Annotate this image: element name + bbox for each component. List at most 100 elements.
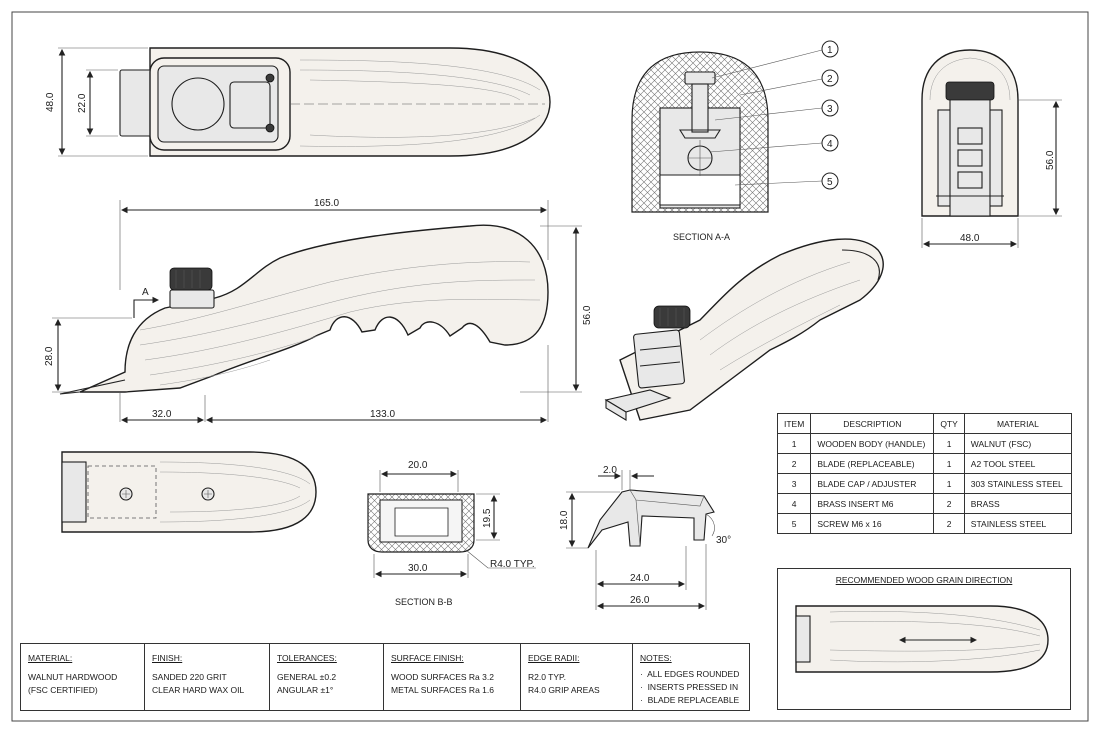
tb-surface-finish: SURFACE FINISH: WOOD SURFACES Ra 3.2 MET… xyxy=(384,644,521,710)
bb-dim-top: 20.0 xyxy=(408,460,428,471)
bom-cell: 5 xyxy=(776,513,812,534)
bom-cell: 3 xyxy=(776,473,812,494)
side-dim-length: 165.0 xyxy=(314,198,339,209)
list-item: · INSERTS PRESSED IN xyxy=(640,682,739,692)
table-row: 4 BRASS INSERT M6 2 BRASS xyxy=(776,493,1073,514)
bill-of-materials: ITEM DESCRIPTION QTY MATERIAL 1 WOODEN B… xyxy=(776,413,1073,534)
isometric-view xyxy=(604,238,884,421)
tb-finish: FINISH: SANDED 220 GRIT CLEAR HARD WAX O… xyxy=(145,644,270,710)
side-dim-height: 56.0 xyxy=(582,305,593,325)
blade-dim-outer: 26.0 xyxy=(630,595,650,606)
side-dim-blade-height: 28.0 xyxy=(44,346,55,366)
tb-tolerances-line1: GENERAL ±0.2 xyxy=(277,672,337,682)
tb-material-line1: WALNUT HARDWOOD xyxy=(28,672,118,682)
callout-4: 4 xyxy=(709,134,839,153)
list-item: · ALL EDGES ROUNDED xyxy=(640,669,740,679)
table-row: 1 WOODEN BODY (HANDLE) 1 WALNUT (FSC) xyxy=(776,433,1073,454)
tb-finish-heading: FINISH: xyxy=(152,653,183,663)
tb-material-heading: MATERIAL: xyxy=(28,653,73,663)
bom-col-material: MATERIAL xyxy=(963,413,1073,434)
bom-col-description: DESCRIPTION xyxy=(810,413,935,434)
bom-cell: BRASS xyxy=(963,493,1073,514)
callout-2: 2 xyxy=(739,69,839,96)
svg-text:3: 3 xyxy=(827,104,833,115)
bottom-view xyxy=(61,451,317,533)
section-bb-label: SECTION B-B xyxy=(395,597,453,607)
tb-edges-line1: R2.0 TYP. xyxy=(528,672,566,682)
table-row: 5 SCREW M6 x 16 2 STAINLESS STEEL xyxy=(776,513,1073,534)
bom-cell: 4 xyxy=(776,493,812,514)
tb-notes: NOTES: · ALL EDGES ROUNDED · INSERTS PRE… xyxy=(633,644,749,710)
blade-dim-thickness: 2.0 xyxy=(603,465,617,476)
bb-radius: R4.0 TYP. xyxy=(490,559,535,570)
list-item: · BLADE REPLACEABLE xyxy=(640,695,740,705)
blade-detail-view: 2.0 18.0 30° 24.0 26.0 xyxy=(559,465,731,610)
tb-tolerances-line2: ANGULAR ±1° xyxy=(277,685,334,695)
tb-edge-radii: EDGE RADII: R2.0 TYP. R4.0 GRIP AREAS xyxy=(521,644,633,710)
end-view: 56.0 48.0 xyxy=(921,49,1062,248)
callout-5: 5 xyxy=(734,172,839,190)
tb-tolerances: TOLERANCES: GENERAL ±0.2 ANGULAR ±1° xyxy=(270,644,384,710)
end-dim-width: 48.0 xyxy=(960,233,980,244)
top-dim-mouth: 22.0 xyxy=(77,93,88,113)
tb-surface-line1: WOOD SURFACES Ra 3.2 xyxy=(391,672,494,682)
side-section-marker: A xyxy=(142,287,149,298)
bom-col-qty: QTY xyxy=(933,413,965,434)
side-view: A 165.0 56.0 28.0 32.0 133.0 xyxy=(44,198,593,424)
bom-cell: A2 TOOL STEEL xyxy=(963,453,1073,474)
top-view: 48.0 22.0 xyxy=(45,47,551,157)
tb-surface-line2: METAL SURFACES Ra 1.6 xyxy=(391,685,494,695)
tb-tolerances-heading: TOLERANCES: xyxy=(277,653,337,663)
end-dim-height: 56.0 xyxy=(1045,150,1056,170)
bom-cell: 2 xyxy=(776,453,812,474)
tb-notes-heading: NOTES: xyxy=(640,653,672,663)
grain-direction-title: RECOMMENDED WOOD GRAIN DIRECTION xyxy=(835,575,1013,585)
bom-cell: WOODEN BODY (HANDLE) xyxy=(810,433,935,454)
svg-text:1: 1 xyxy=(827,45,833,56)
callout-3: 3 xyxy=(714,99,839,121)
bom-cell: STAINLESS STEEL xyxy=(963,513,1073,534)
title-block: MATERIAL: WALNUT HARDWOOD (FSC CERTIFIED… xyxy=(20,643,750,711)
table-row: 3 BLADE CAP / ADJUSTER 1 303 STAINLESS S… xyxy=(776,473,1073,494)
bom-cell: 1 xyxy=(933,433,965,454)
bom-cell: 1 xyxy=(776,433,812,454)
bb-dim-height: 19.5 xyxy=(482,508,493,528)
callout-1: 1 xyxy=(711,40,839,79)
bom-cell: 2 xyxy=(933,513,965,534)
table-row: 2 BLADE (REPLACEABLE) 1 A2 TOOL STEEL xyxy=(776,453,1073,474)
grain-direction-drawing xyxy=(795,605,1049,673)
bom-cell: 303 STAINLESS STEEL xyxy=(963,473,1073,494)
blade-dim-angle: 30° xyxy=(716,535,731,546)
blade-dim-height: 18.0 xyxy=(559,510,570,530)
bom-cell: 1 xyxy=(933,473,965,494)
top-dim-height: 48.0 xyxy=(45,92,56,112)
bom-cell: BLADE (REPLACEABLE) xyxy=(810,453,935,474)
bom-col-item: ITEM xyxy=(776,413,812,434)
sheet-border xyxy=(11,11,1089,722)
section-bb-view: 20.0 19.5 30.0 R4.0 TYP. SECTION B-B xyxy=(367,460,536,607)
side-dim-front: 32.0 xyxy=(152,409,172,420)
side-dim-rear: 133.0 xyxy=(370,409,395,420)
svg-text:2: 2 xyxy=(827,74,833,85)
bom-cell: SCREW M6 x 16 xyxy=(810,513,935,534)
tb-material: MATERIAL: WALNUT HARDWOOD (FSC CERTIFIED… xyxy=(21,644,145,710)
section-aa-view: 1 2 3 4 5 SECTION A-A xyxy=(631,40,839,242)
bom-cell: BLADE CAP / ADJUSTER xyxy=(810,473,935,494)
tb-material-line2: (FSC CERTIFIED) xyxy=(28,685,98,695)
section-aa-label: SECTION A-A xyxy=(673,232,730,242)
tb-finish-line1: SANDED 220 GRIT xyxy=(152,672,227,682)
bom-cell: BRASS INSERT M6 xyxy=(810,493,935,514)
svg-text:4: 4 xyxy=(827,139,833,150)
tb-edges-line2: R4.0 GRIP AREAS xyxy=(528,685,600,695)
bom-cell: WALNUT (FSC) xyxy=(963,433,1073,454)
tb-surface-heading: SURFACE FINISH: xyxy=(391,653,464,663)
grain-direction-panel: RECOMMENDED WOOD GRAIN DIRECTION xyxy=(777,568,1071,710)
tb-edges-heading: EDGE RADII: xyxy=(528,653,580,663)
tb-finish-line2: CLEAR HARD WAX OIL xyxy=(152,685,245,695)
blade-dim-inner: 24.0 xyxy=(630,573,650,584)
bom-cell: 2 xyxy=(933,493,965,514)
bb-dim-bottom: 30.0 xyxy=(408,563,428,574)
svg-text:5: 5 xyxy=(827,177,833,188)
bom-header-row: ITEM DESCRIPTION QTY MATERIAL xyxy=(776,413,1073,434)
